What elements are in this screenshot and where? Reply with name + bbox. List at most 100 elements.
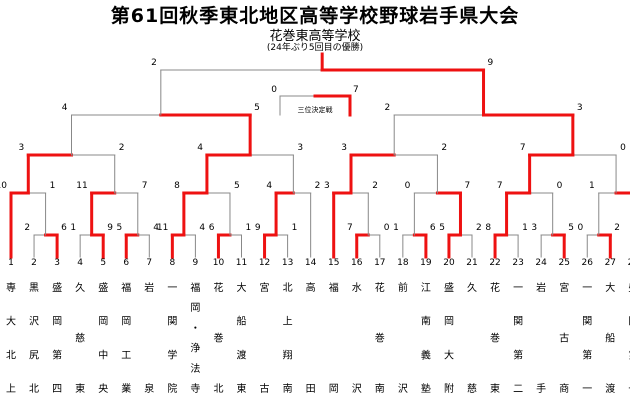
team-name-char: 附 [444,382,454,395]
score-label: 0 [271,85,277,95]
score-label: 6 [430,223,436,233]
team-name-char: 上 [6,383,16,395]
score-label: 4 [266,181,272,191]
score-label: 6 [209,223,215,233]
score-label: 0 [557,181,563,191]
team-name-char: 北 [6,349,16,361]
team-name-char: 岩 [536,281,546,294]
team-name-char: 福 [190,281,200,294]
team-number: 21 [466,258,477,268]
team-name-char: 一 [582,384,592,395]
team-name-char: 前 [398,281,408,294]
team-number: 16 [351,258,363,268]
team-name-char: 渡 [605,382,615,395]
score-label: 1 [589,181,595,191]
team-name-char: 黒 [29,282,39,294]
team-number: 18 [397,258,409,268]
team-name-char: 一 [582,283,592,294]
team-name-char: 盛 [98,281,108,294]
team-name-char: 寺 [190,383,200,395]
team-name-char: 大 [605,281,615,294]
team-number: 15 [328,258,339,268]
team-name-char: 沢 [398,382,408,395]
score-label: 5 [568,223,574,233]
team-number: 6 [123,258,129,268]
team-name-char: 福 [121,281,131,294]
team-name-char: 江 [421,282,431,294]
score-label: 10 [0,181,7,191]
team-name-char: 二 [513,384,523,395]
team-name-char: 久 [75,282,85,294]
team-name-char: 宮 [559,281,569,294]
score-label: 2 [476,223,482,233]
team-name-char: 北 [29,383,39,395]
score-label: 7 [497,181,503,191]
team-name-char: 手 [536,382,546,395]
team-name-char: 南 [283,382,293,395]
team-name-char: 院 [167,382,177,395]
team-name-char: 大 [6,315,16,328]
score-label: 11 [76,181,87,191]
team-number: 13 [282,258,293,268]
team-number: 22 [489,258,500,268]
team-number: 12 [259,258,270,268]
team-name-char: 古 [260,382,270,395]
team-name-char: 渡 [237,348,247,361]
team-name-char: 盛 [444,281,454,294]
score-label: 7 [347,223,353,233]
score-label: 1 [393,223,399,233]
team-name-char: 泉 [144,382,154,395]
score-label: 2 [24,223,30,233]
team-name-char: 宮 [260,281,270,294]
team-name-char: 大 [444,348,454,361]
page-title: 第61回秋季東北地区高等学校野球岩手県大会 [110,5,520,27]
champion-name: 花巻東高等学校 [269,29,361,44]
score-label: 11 [157,223,168,233]
score-label: 9 [107,223,113,233]
score-label: 2 [372,181,378,191]
team-number: 19 [420,258,432,268]
team-name-char: 盛 [628,281,630,294]
third-place-label: 三位決定戦 [298,105,333,114]
team-name-char: 高 [306,281,316,294]
team-number: 9 [193,258,199,268]
team-name-char: 専 [6,282,16,294]
team-name-char: 一 [513,283,523,294]
team-name-char: 船 [237,315,247,328]
score-label: 9 [255,223,261,233]
team-number: 1 [8,258,14,268]
score-label: 2 [315,181,321,191]
score-label: 0 [578,223,584,233]
team-name-char: 福 [329,281,339,294]
score-label: 3 [324,181,330,191]
team-name-char: 田 [306,384,316,395]
score-label: 3 [297,143,303,153]
team-name-char: 南 [421,315,431,328]
team-name-char: 工 [121,350,131,361]
team-name-char: 一 [628,384,630,395]
champion-note: (24年ぶり5回目の優勝) [266,43,364,53]
score-label: 1 [70,223,76,233]
team-name-char: 花 [375,281,385,294]
team-name-char: 大 [237,281,247,294]
score-label: 2 [384,103,390,113]
score-label: 6 [61,223,67,233]
team-name-char: 第 [582,348,592,361]
score-label: 3 [577,103,583,113]
team-name-char: 巻 [490,333,500,345]
team-name-char: 岡 [628,316,630,328]
team-name-char: 学 [167,348,177,361]
team-number: 11 [236,258,247,268]
team-name-char: 沢 [352,382,362,395]
score-label: 7 [520,143,526,153]
score-label: 9 [488,58,494,68]
score-label: 8 [174,181,180,191]
score-label: 5 [439,223,445,233]
team-number: 25 [558,258,569,268]
team-name-char: 慈 [467,382,477,395]
score-label: 4 [197,143,203,153]
team-name-char: 東 [490,382,500,395]
team-name-char: 一 [167,283,177,294]
team-name-char: 巻 [375,333,385,345]
